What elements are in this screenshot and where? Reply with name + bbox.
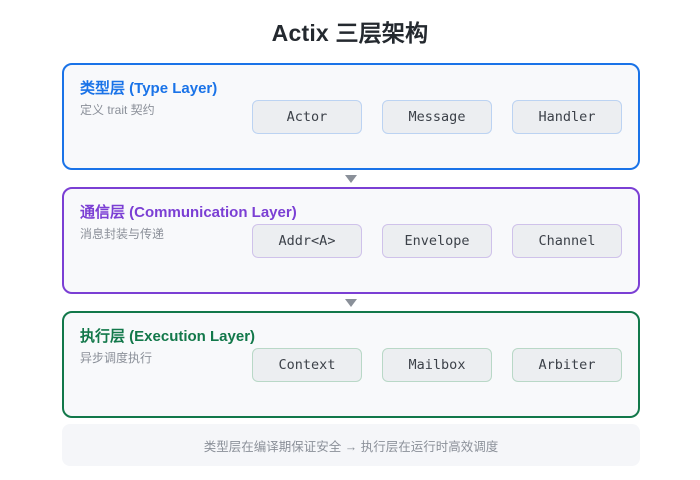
chip-handler[interactable]: Handler bbox=[512, 99, 622, 134]
down-arrow-icon bbox=[345, 174, 357, 183]
chip-actor[interactable]: Actor bbox=[252, 99, 362, 134]
layer-subtitle-execution: 异步调度执行 bbox=[80, 351, 153, 365]
layer-card-type[interactable]: 类型层 (Type Layer) 定义 trait 契约 Actor Messa… bbox=[62, 63, 640, 170]
connector-type-to-communication bbox=[62, 170, 640, 187]
chip-channel[interactable]: Channel bbox=[512, 223, 622, 258]
chip-arbiter[interactable]: Arbiter bbox=[512, 347, 622, 382]
chip-group-type: Actor Message Handler bbox=[252, 65, 622, 168]
chip-mailbox[interactable]: Mailbox bbox=[382, 347, 492, 382]
chip-envelope[interactable]: Envelope bbox=[382, 223, 492, 258]
footer-note: 类型层在编译期保证安全 → 执行层在运行时高效调度 bbox=[62, 424, 640, 466]
layer-subtitle-communication: 消息封装与传递 bbox=[80, 227, 165, 241]
page-title: Actix 三层架构 bbox=[271, 20, 429, 46]
layer-card-execution[interactable]: 执行层 (Execution Layer) 异步调度执行 Context Mai… bbox=[62, 311, 640, 418]
layer-title-communication: 通信层 (Communication Layer) bbox=[80, 204, 297, 221]
layer-heading-type: 类型层 (Type Layer) 定义 trait 契约 bbox=[80, 79, 217, 119]
chip-context[interactable]: Context bbox=[252, 347, 362, 382]
layer-heading-communication: 通信层 (Communication Layer) 消息封装与传递 bbox=[80, 203, 297, 243]
layer-card-communication[interactable]: 通信层 (Communication Layer) 消息封装与传递 Addr<A… bbox=[62, 187, 640, 294]
layer-heading-execution: 执行层 (Execution Layer) 异步调度执行 bbox=[80, 327, 255, 367]
footer-note-text: 类型层在编译期保证安全 → 执行层在运行时高效调度 bbox=[203, 439, 499, 454]
chip-group-communication: Addr<A> Envelope Channel bbox=[252, 189, 622, 292]
chip-addr[interactable]: Addr<A> bbox=[252, 223, 362, 258]
down-arrow-icon bbox=[345, 298, 357, 307]
layer-title-type: 类型层 (Type Layer) bbox=[80, 80, 218, 97]
layer-subtitle-type: 定义 trait 契约 bbox=[80, 103, 155, 117]
layer-title-execution: 执行层 (Execution Layer) bbox=[80, 328, 256, 345]
chip-message[interactable]: Message bbox=[382, 99, 492, 134]
chip-group-execution: Context Mailbox Arbiter bbox=[252, 313, 622, 416]
connector-communication-to-execution bbox=[62, 294, 640, 311]
layer-stack: 类型层 (Type Layer) 定义 trait 契约 Actor Messa… bbox=[62, 63, 640, 418]
